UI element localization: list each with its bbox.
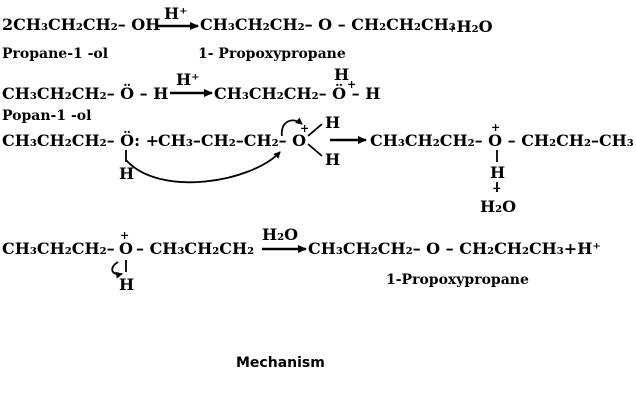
step2-nucleophilic-attack: CH₃CH₂CH₂– Ö: + H CH₃–CH₂–CH₂– O + H H C… xyxy=(2,113,634,216)
step2-oh-bond-bottom xyxy=(307,143,323,157)
step2-product-hydrogen: H xyxy=(490,163,505,182)
step3-oxygen-hydrogen: H xyxy=(119,275,134,294)
step2-substrate-hydrogen-top: H xyxy=(325,113,340,132)
step1-reactant-name: Popan-1 -ol xyxy=(2,108,91,124)
overall-reactant-name: Propane-1 -ol xyxy=(2,46,108,62)
overall-reaction: 2CH₃CH₂CH₂– OH H⁺ CH₃CH₂CH₂– O – CH₂CH₂C… xyxy=(2,4,493,62)
step3-deprotonation: CH₃CH₂CH₂– O + H – CH₃CH₂CH₂ H₂O CH₃CH₂C… xyxy=(2,225,601,294)
step3-reactant-right: – CH₃CH₂CH₂ xyxy=(136,239,254,258)
overall-product: CH₃CH₂CH₂– O – CH₂CH₂CH₃ xyxy=(200,15,456,34)
step3-product-name: 1-Propoxypropane xyxy=(386,272,529,288)
step3-oxygen: O xyxy=(119,239,133,258)
step3-product: CH₃CH₂CH₂– O – CH₂CH₂CH₃+H⁺ xyxy=(308,239,601,258)
overall-product-name: 1- Propoxypropane xyxy=(198,46,346,62)
step2-leaving-charge: + xyxy=(492,182,501,195)
step3-reagent: H₂O xyxy=(262,225,298,244)
step2-product-charge: + xyxy=(491,121,500,134)
overall-reactant: 2CH₃CH₂CH₂– OH xyxy=(2,15,160,34)
step2-product: CH₃CH₂CH₂– O – CH₂CH₂–CH₃ xyxy=(370,131,634,150)
step2-leaving-group: H₂O xyxy=(480,197,516,216)
overall-catalyst: H⁺ xyxy=(164,4,188,23)
step1-positive-charge: + xyxy=(347,78,356,91)
step2-substrate-charge: + xyxy=(300,122,309,135)
step1-product: CH₃CH₂CH₂– Ö – H xyxy=(214,83,380,103)
step3-curved-arrow xyxy=(111,261,123,279)
step1-catalyst: H⁺ xyxy=(176,70,200,89)
overall-byproduct: ₊H₂O xyxy=(448,17,493,36)
step3-reactant-left: CH₃CH₂CH₂– xyxy=(2,239,115,258)
step3-positive-charge: + xyxy=(120,229,129,242)
step1-protonation: CH₃CH₂CH₂– Ö – H H⁺ CH₃CH₂CH₂– Ö – H H +… xyxy=(2,65,380,124)
step2-substrate-hydrogen-bottom: H xyxy=(325,150,340,169)
step2-nucleophile-hydrogen: H xyxy=(119,164,134,183)
step2-attack-curved-arrow xyxy=(125,151,281,184)
step1-added-hydrogen: H xyxy=(334,65,349,84)
step2-leaving-curved-arrow xyxy=(280,117,303,137)
step1-reactant: CH₃CH₂CH₂– Ö – H xyxy=(2,83,168,103)
step2-substrate: CH₃–CH₂–CH₂– O xyxy=(158,131,306,150)
step2-nucleophile: CH₃CH₂CH₂– Ö: + xyxy=(2,130,159,150)
step2-oh-bond-top xyxy=(307,123,323,137)
diagram-caption: Mechanism xyxy=(236,355,325,371)
